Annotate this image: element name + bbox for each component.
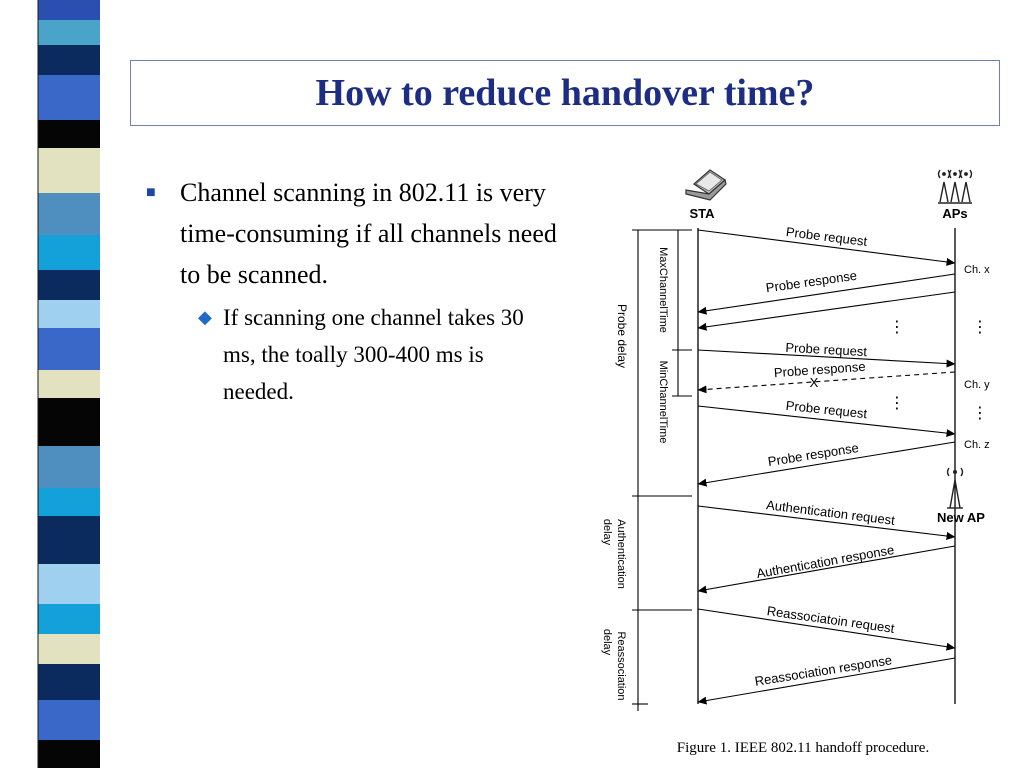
- channel-z-label: Ch. z: [964, 439, 990, 451]
- decorative-stripe-bar: [0, 0, 100, 768]
- auth-delay-label-2: delay: [601, 519, 613, 546]
- bullet-level2: ◆ If scanning one channel takes 30 ms, t…: [198, 299, 543, 410]
- arrow-reassoc-request: [697, 608, 956, 651]
- channel-y-label: Ch. y: [964, 379, 990, 391]
- arrow-probe-request-3: [697, 405, 956, 438]
- auth-request-label: Authentication request: [765, 497, 896, 528]
- arrow-probe-response-1a: [697, 273, 956, 315]
- arrow-probe-request-2: [697, 349, 956, 368]
- probe-request-label: Probe request: [785, 224, 868, 249]
- ellipsis-icon: ⋮: [972, 405, 988, 422]
- slide-title: How to reduce handover time?: [315, 72, 815, 114]
- laptop-icon: [685, 169, 727, 201]
- arrow-reassoc-response: [697, 657, 956, 705]
- ellipsis-icon: ⋮: [889, 395, 905, 412]
- arrow-auth-request: [697, 505, 956, 540]
- lost-response-x-icon: X: [810, 375, 819, 390]
- reassoc-request-label: Reassociatoin request: [766, 603, 896, 636]
- access-points-icon: [937, 169, 973, 204]
- new-ap-label: New AP: [937, 510, 985, 525]
- figure-caption: Figure 1. IEEE 802.11 handoff procedure.: [677, 740, 929, 756]
- min-channel-time-label: MinChannelTime: [657, 361, 669, 444]
- probe-response-label: Probe response: [765, 268, 858, 296]
- bullet-level2-text: If scanning one channel takes 30 ms, the…: [223, 305, 524, 404]
- ellipsis-icon: ⋮: [889, 319, 905, 336]
- probe-delay-label: Probe delay: [615, 304, 629, 368]
- probe-request-label: Probe request: [785, 398, 868, 421]
- probe-response-label: Probe response: [773, 359, 866, 380]
- arrow-probe-request-1: [697, 229, 956, 266]
- channel-x-label: Ch. x: [964, 264, 990, 276]
- arrow-auth-response: [697, 545, 956, 594]
- auth-response-label: Authentication response: [755, 542, 895, 581]
- aps-label: APs: [942, 206, 967, 221]
- probe-request-label: Probe request: [785, 340, 868, 359]
- arrow-probe-response-2-lost: [697, 371, 956, 394]
- ellipsis-icon: ⋮: [972, 319, 988, 336]
- reassoc-response-label: Reassociation response: [754, 652, 893, 689]
- max-channel-time-label: MaxChannelTime: [657, 247, 669, 333]
- timing-brackets: [632, 229, 692, 711]
- handoff-figure: STA APs Pro: [588, 156, 1018, 768]
- reassoc-delay-label-1: Reassociation: [615, 631, 627, 700]
- arrow-probe-response-3: [697, 441, 956, 487]
- new-ap-antenna-icon: [946, 467, 964, 509]
- bullet-level1-text: Channel scanning in 802.11 is very time-…: [180, 178, 557, 289]
- sta-label: STA: [689, 206, 715, 221]
- arrow-probe-response-1b: [697, 291, 956, 331]
- handoff-sequence-diagram: STA APs Pro: [601, 169, 990, 756]
- reassoc-delay-label-2: delay: [601, 629, 613, 656]
- title-box: How to reduce handover time?: [130, 60, 1000, 126]
- diamond-bullet-icon: ◆: [198, 307, 212, 327]
- square-bullet-icon: ■: [146, 184, 156, 201]
- bullet-level1: ■ Channel scanning in 802.11 is very tim…: [140, 172, 580, 295]
- bullet-list: ■ Channel scanning in 802.11 is very tim…: [140, 172, 580, 410]
- auth-delay-label-1: Authentication: [615, 519, 627, 589]
